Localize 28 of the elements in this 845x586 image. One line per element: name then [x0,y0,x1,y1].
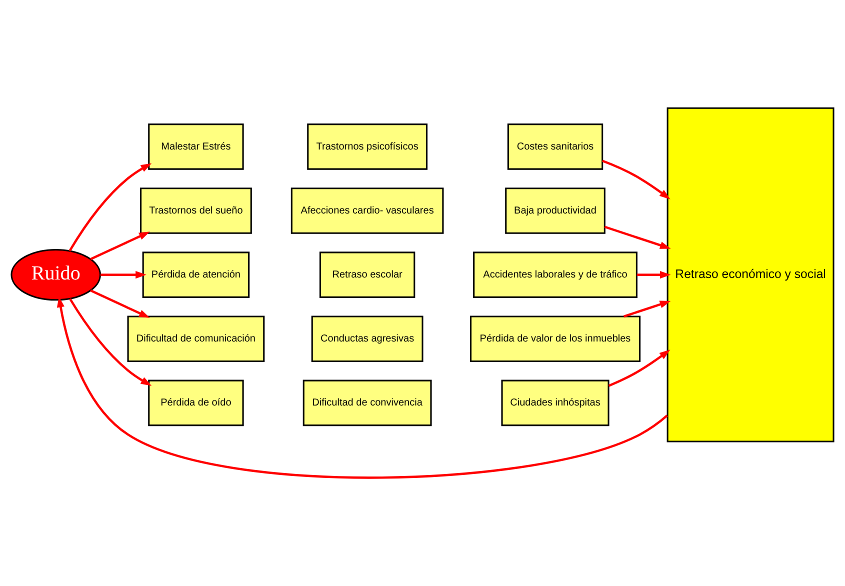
node-box: Accidentes laborales y de tráfico [473,252,638,298]
node-box: Malestar Estrés [148,124,244,170]
node-box: Baja productividad [505,188,606,234]
node-box: Ciudades inhóspitas [501,380,610,426]
arrow [100,271,146,279]
node-box: Costes sanitarios [507,124,604,170]
arrow [604,226,671,249]
arrow [608,350,670,387]
arrow [636,271,671,279]
node-box: Afecciones cardio- vasculares [290,188,444,234]
node-box: Retraso escolar [319,252,416,298]
node-box: Pérdida de valor de los inmuebles [470,316,641,362]
node-box: Conductas agresivas [311,316,424,362]
node-box: Retraso económico y social [666,107,834,442]
arrow [90,232,150,260]
arrow [56,296,668,479]
node-box: Dificultad de convivencia [302,380,432,426]
arrow [602,160,670,200]
node-box: Pérdida de oído [148,380,244,426]
arrow [68,163,152,252]
arrow [69,298,152,386]
node-box: Pérdida de atención [142,252,250,298]
arrow [90,289,150,318]
arrow [623,300,671,318]
node-box: Trastornos del sueño [140,188,252,234]
node-ellipse: Ruido [10,248,102,301]
node-box: Trastornos psicofísicos [307,124,428,170]
node-box: Dificultad de comunicación [127,316,265,362]
